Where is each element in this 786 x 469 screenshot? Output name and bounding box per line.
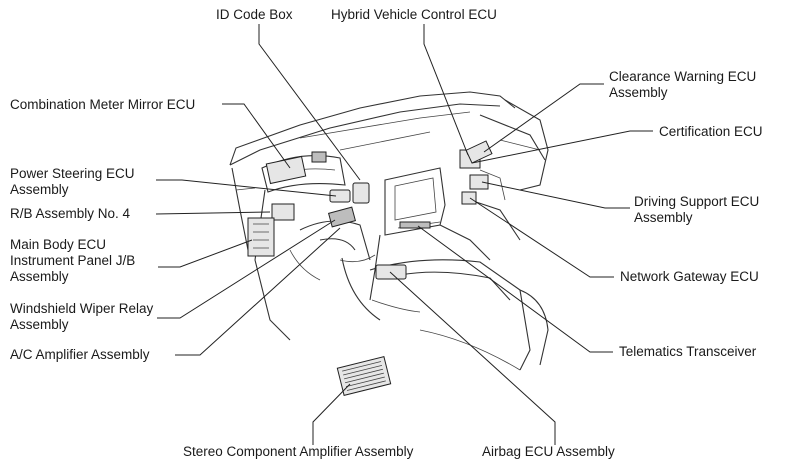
label-rb-assembly-no4: R/B Assembly No. 4 (10, 206, 131, 221)
instrument-panel-sketch (229, 91, 549, 371)
airbag-ecu-part (375, 264, 407, 280)
combination-meter-mirror-ecu-part (265, 155, 307, 185)
label-clearance-warning-ecu: Clearance Warning ECU Assembly (609, 69, 757, 100)
label-certification-ecu: Certification ECU (659, 124, 763, 139)
label-ac-amplifier: A/C Amplifier Assembly (10, 347, 150, 362)
id-code-box-part (352, 182, 370, 204)
rb-assembly-part (271, 203, 295, 221)
label-driving-support-ecu: Driving Support ECU Assembly (634, 194, 760, 225)
label-id-code-box: ID Code Box (216, 7, 293, 22)
component-parts (247, 140, 493, 396)
leader-lines (155, 24, 653, 445)
label-stereo-component-amplifier: Stereo Component Amplifier Assembly (183, 444, 414, 459)
label-windshield-wiper-relay: Windshield Wiper Relay Assembly (10, 301, 154, 332)
label-hybrid-vehicle-control-ecu: Hybrid Vehicle Control ECU (331, 7, 497, 22)
meter-connector (311, 151, 327, 163)
label-power-steering-ecu: Power Steering ECU Assembly (10, 166, 135, 197)
label-main-body-ecu: Main Body ECU Instrument Panel J/B Assem… (10, 237, 136, 284)
label-network-gateway-ecu: Network Gateway ECU (620, 269, 759, 284)
label-telematics-transceiver: Telematics Transceiver (619, 344, 757, 359)
stereo-amplifier-part (336, 356, 392, 396)
label-combination-meter-mirror-ecu: Combination Meter Mirror ECU (10, 97, 196, 112)
label-airbag-ecu: Airbag ECU Assembly (482, 444, 615, 459)
